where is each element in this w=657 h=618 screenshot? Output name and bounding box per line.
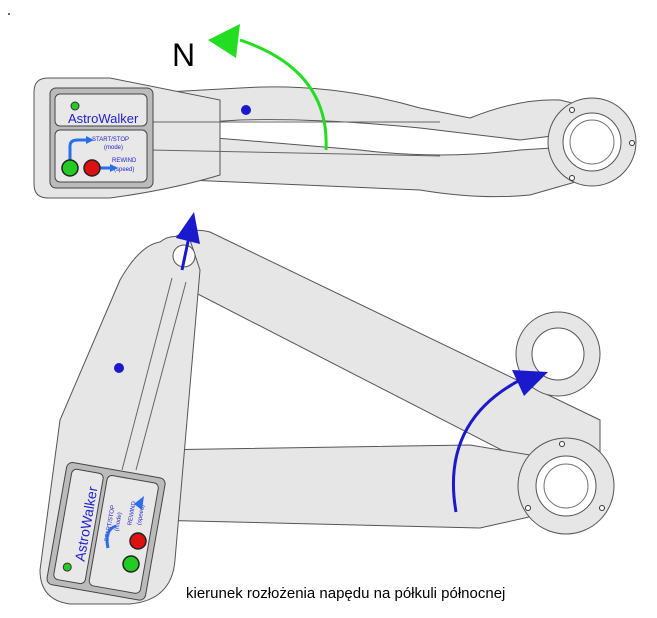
unfolded-drive: AstroWalker START/STOP (mode) REWIND (sp… [39, 212, 615, 605]
unfolded-led-icon [62, 562, 72, 572]
folded-led-icon [70, 101, 80, 111]
folded-rewind-label: REWIND [112, 158, 137, 164]
folded-start-label: START/STOP [92, 137, 129, 143]
unfolded-rewind-label: REWIND [127, 500, 137, 526]
diagram-caption: kierunek rozłożenia napędu na półkuli pó… [186, 585, 506, 602]
north-label: N [172, 37, 195, 73]
unfolded-marker-dot [114, 363, 124, 373]
unfolded-controller: AstroWalker START/STOP (mode) REWIND (sp… [46, 462, 166, 601]
folded-controller: AstroWalker START/STOP (mode) REWIND (sp… [49, 87, 154, 189]
folded-red-button[interactable] [83, 159, 101, 177]
unfolded-rewind-sub: (speed) [137, 504, 146, 525]
unfolded-green-button[interactable] [122, 555, 140, 573]
folded-brand: AstroWalker [68, 111, 139, 126]
folded-drive: AstroWalker START/STOP (mode) REWIND (sp… [33, 24, 637, 199]
folded-marker-dot [241, 105, 251, 115]
folded-upper-arm [109, 86, 601, 141]
unfolded-start-sub: (mode) [114, 512, 123, 532]
unfolded-lower-arm [149, 444, 561, 529]
folded-rewind-sub: (speed) [114, 167, 134, 173]
north-arrow-icon [239, 38, 328, 151]
unfolded-red-button[interactable] [129, 532, 147, 550]
folded-green-button[interactable] [61, 159, 79, 177]
folded-start-sub: (mode) [104, 145, 123, 151]
unfold-arrow-icon [451, 376, 525, 513]
